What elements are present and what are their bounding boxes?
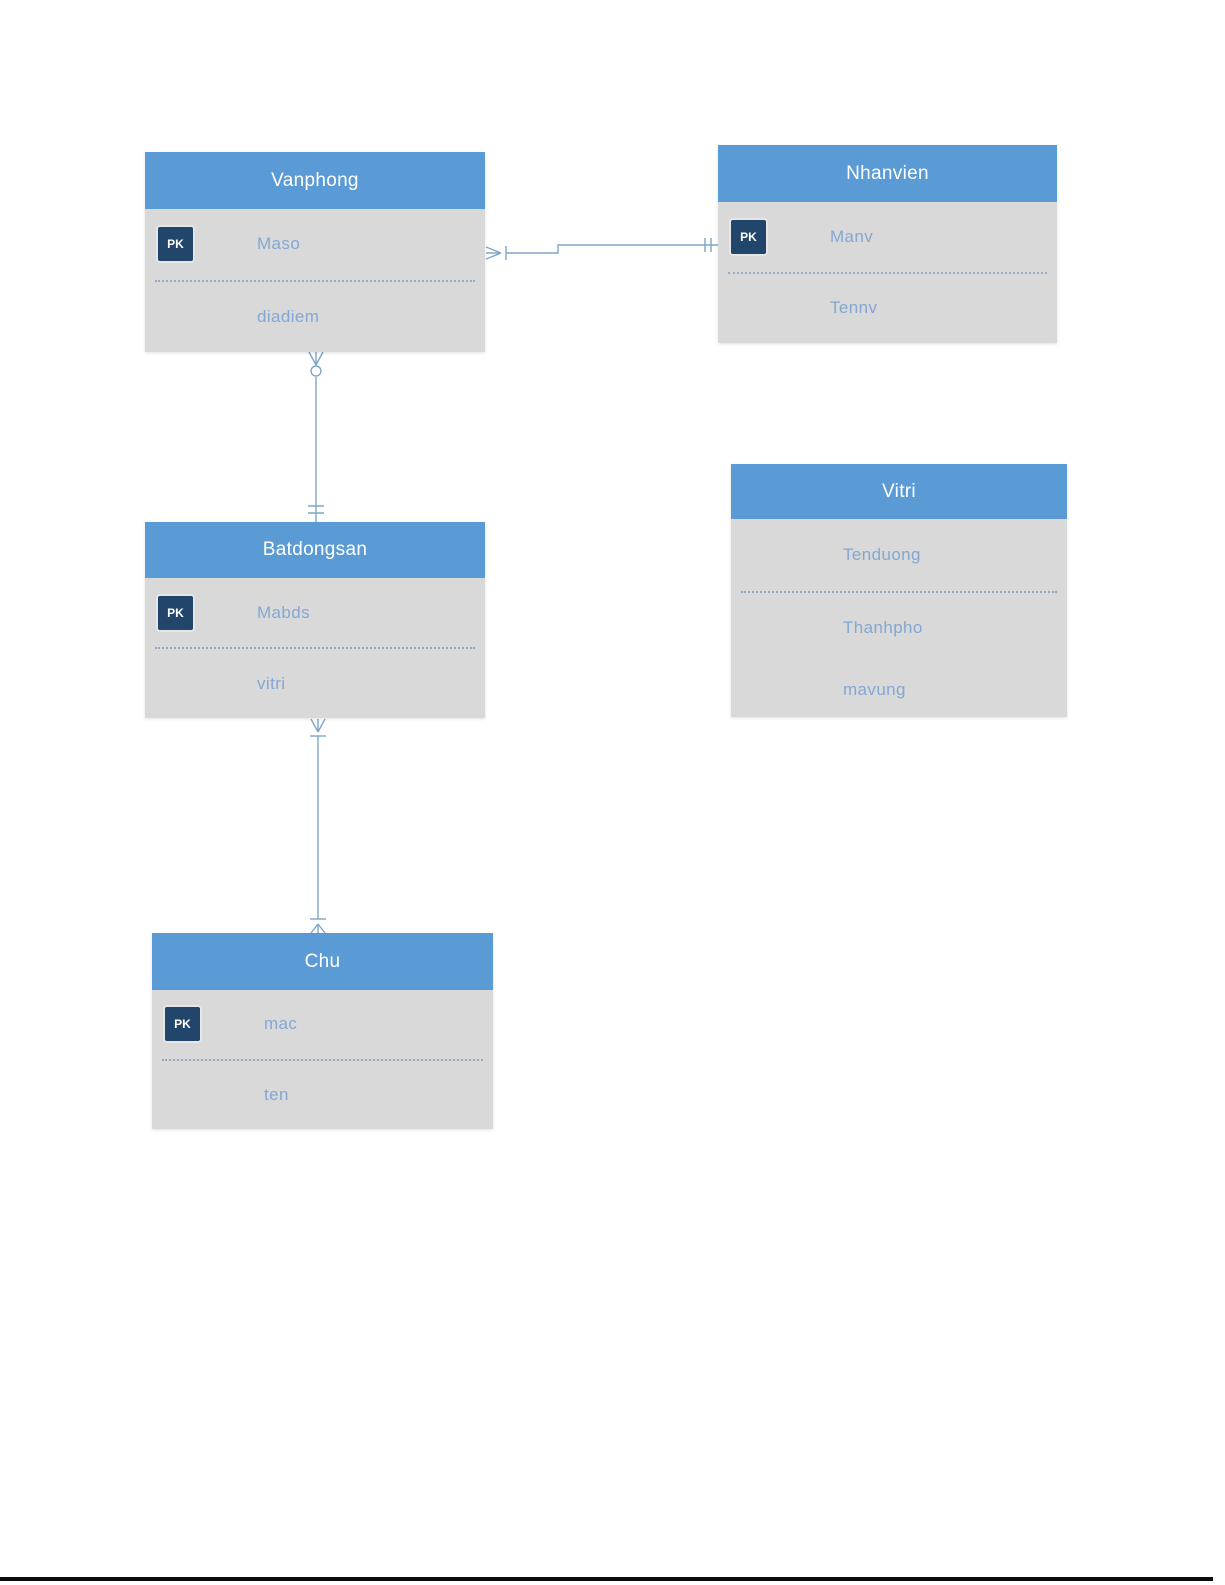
field-name: Thanhpho bbox=[843, 618, 923, 637]
field-name: Maso bbox=[257, 234, 301, 254]
entity-batdongsan-body: PK Mabds vitri bbox=[145, 578, 485, 718]
entity-nhanvien[interactable]: Nhanvien PK Manv Tennv bbox=[718, 145, 1057, 343]
entity-vitri-body: Tenduong Thanhpho mavung bbox=[731, 519, 1067, 717]
field-name: Tenduong bbox=[843, 545, 921, 564]
entity-vanphong[interactable]: Vanphong PK Maso diadiem bbox=[145, 152, 485, 352]
relationship-vanphong-batdongsan[interactable] bbox=[308, 351, 324, 522]
pk-divider bbox=[162, 1058, 483, 1061]
field-name: Mabds bbox=[257, 602, 311, 622]
relationship-batdongsan-chu[interactable] bbox=[310, 718, 326, 934]
field-name: diadiem bbox=[257, 306, 320, 326]
field-name: mavung bbox=[843, 680, 906, 699]
pk-divider bbox=[155, 647, 475, 649]
field-row-maso: PK Maso bbox=[145, 209, 485, 280]
field-name: Tennv bbox=[830, 298, 878, 318]
entity-batdongsan[interactable]: Batdongsan PK Mabds vitri bbox=[145, 522, 485, 718]
field-name: mac bbox=[264, 1014, 298, 1034]
page-bottom-rule bbox=[0, 1577, 1213, 1581]
pk-badge: PK bbox=[158, 227, 193, 262]
entity-chu-body: PK mac ten bbox=[152, 990, 493, 1129]
pk-badge: PK bbox=[158, 595, 193, 630]
field-row-vitri: vitri bbox=[145, 649, 485, 718]
pk-divider bbox=[728, 271, 1047, 274]
relationship-vanphong-nhanvien[interactable] bbox=[485, 238, 718, 260]
field-row-manv: PK Manv bbox=[718, 202, 1057, 272]
entity-vanphong-body: PK Maso diadiem bbox=[145, 209, 485, 352]
field-row-tennv: Tennv bbox=[718, 274, 1057, 344]
entity-vitri-title: Vitri bbox=[731, 464, 1067, 519]
entity-vitri[interactable]: Vitri Tenduong Thanhpho mavung bbox=[731, 464, 1067, 717]
entity-nhanvien-title: Nhanvien bbox=[718, 145, 1057, 202]
pk-badge: PK bbox=[731, 219, 766, 254]
pk-divider bbox=[741, 591, 1057, 593]
entity-batdongsan-title: Batdongsan bbox=[145, 522, 485, 578]
field-name: Manv bbox=[830, 226, 874, 246]
entity-vanphong-title: Vanphong bbox=[145, 152, 485, 209]
entity-nhanvien-body: PK Manv Tennv bbox=[718, 202, 1057, 343]
field-row-mac: PK mac bbox=[152, 990, 493, 1059]
field-name: ten bbox=[264, 1084, 289, 1104]
field-row-diadiem: diadiem bbox=[145, 282, 485, 353]
field-row-mavung: mavung bbox=[731, 663, 1067, 717]
field-row-thanhpho: Thanhpho bbox=[731, 593, 1067, 663]
pk-badge: PK bbox=[165, 1007, 200, 1042]
field-name: vitri bbox=[257, 673, 286, 693]
field-row-mabds: PK Mabds bbox=[145, 578, 485, 647]
entity-chu-title: Chu bbox=[152, 933, 493, 990]
field-row-ten: ten bbox=[152, 1061, 493, 1130]
pk-divider bbox=[155, 279, 475, 282]
entity-chu[interactable]: Chu PK mac ten bbox=[152, 933, 493, 1129]
field-row-tenduong: Tenduong bbox=[731, 519, 1067, 591]
